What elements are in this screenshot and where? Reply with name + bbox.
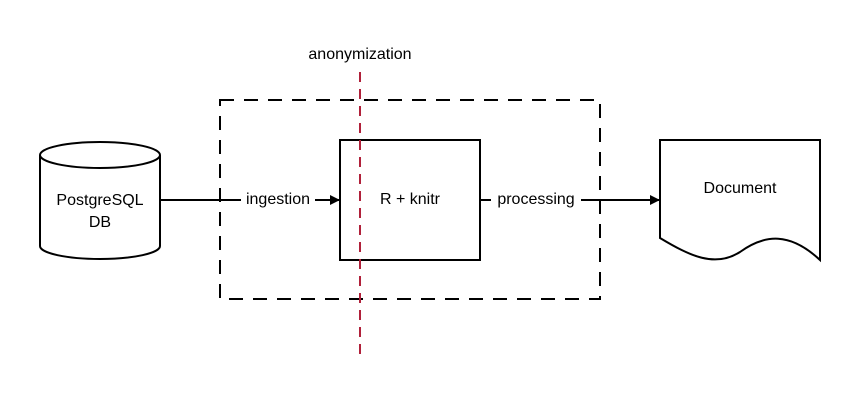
database-label-line1: PostgreSQL — [56, 192, 143, 209]
document-node[interactable]: Document — [659, 139, 821, 263]
document-shape — [659, 139, 821, 263]
ingestion-label: ingestion — [246, 191, 310, 208]
process-box — [339, 139, 481, 261]
processing-label-bg — [491, 188, 581, 210]
database-cylinder-body — [39, 155, 161, 260]
ingestion-label-bg — [241, 188, 315, 210]
process-label: R + knitr — [380, 191, 441, 208]
database-cylinder-top — [39, 141, 161, 169]
processing-label: processing — [497, 191, 574, 208]
process-node[interactable]: R + knitr — [339, 139, 481, 261]
document-label: Document — [704, 180, 777, 197]
database-label-line2: DB — [89, 214, 111, 231]
database-node[interactable]: PostgreSQL DB — [39, 141, 161, 260]
anonymization-label: anonymization — [308, 46, 411, 63]
